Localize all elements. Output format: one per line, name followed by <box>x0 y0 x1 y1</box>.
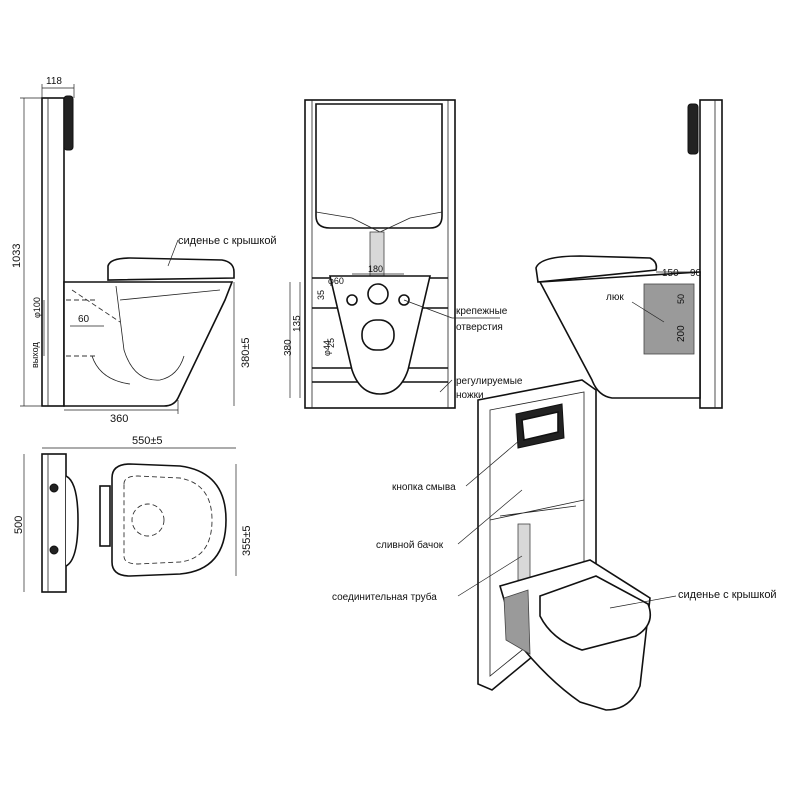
dim-150: 150 <box>662 268 679 279</box>
iso-seat-lid <box>539 575 652 651</box>
mount-holes-label-2: отверстия <box>456 322 503 333</box>
connect-pipe-label: соединительная труба <box>332 591 437 603</box>
top-view: 550±5 500 355±5 <box>13 435 253 593</box>
flush-button-label: кнопка смыва <box>392 482 456 493</box>
top-seat <box>111 463 227 577</box>
seat-cover-label: сиденье с крышкой <box>178 235 277 247</box>
seat-cover-iso-label: сиденье с крышкой <box>678 589 777 601</box>
dim-550-5: 550±5 <box>132 435 163 447</box>
dim-50: 50 <box>676 294 686 304</box>
front-view: 180 φ60 35 135 380 25 φ44 крепежные отве… <box>283 99 523 409</box>
adjust-legs-label-1: регулируемые <box>456 376 523 387</box>
hatch-label: люк <box>606 292 624 303</box>
rear-frame <box>699 99 723 409</box>
rear-flush-button <box>687 103 699 155</box>
top-rim <box>99 485 111 547</box>
dim-25: 25 <box>326 338 336 348</box>
tank-label: сливной бачок <box>376 539 444 551</box>
isometric-view: кнопка смыва сливной бачок соединительна… <box>332 379 777 711</box>
dim-35: 35 <box>316 290 326 300</box>
side-bowl <box>63 281 234 407</box>
dim-phi60: φ60 <box>328 276 344 286</box>
dim-phi44: φ44 <box>322 340 332 356</box>
rear-seat-lid <box>535 255 658 283</box>
top-button <box>65 475 79 567</box>
top-drain <box>131 503 165 537</box>
dim-90: 90 <box>690 268 702 279</box>
dim-1033: 1033 <box>11 244 23 268</box>
rear-view: 150 90 50 200 люк <box>535 99 723 409</box>
dim-60-side: 60 <box>78 314 90 325</box>
side-frame <box>41 97 65 407</box>
dim-phi100: φ100 <box>32 297 42 318</box>
dim-380: 380 <box>283 339 294 356</box>
dim-360: 360 <box>110 413 128 425</box>
dim-380-5-side: 380±5 <box>240 337 252 368</box>
iso-pipe <box>517 523 531 581</box>
dim-118: 118 <box>46 76 62 87</box>
dim-355-5: 355±5 <box>241 525 253 556</box>
hatch <box>643 283 695 355</box>
dim-135: 135 <box>292 315 303 332</box>
dim-180: 180 <box>368 264 383 274</box>
top-frame <box>41 453 67 593</box>
dim-500: 500 <box>13 516 25 534</box>
front-bowl <box>328 275 432 395</box>
adjust-legs-label-2: ножки <box>456 390 484 401</box>
side-view: 118 1033 выход φ100 60 380±5 360 сиденье… <box>11 76 277 425</box>
front-inlet-hole <box>367 283 389 305</box>
outlet-label: выход <box>30 342 40 368</box>
dim-200: 200 <box>676 325 687 342</box>
mount-holes-label-1: крепежные <box>456 306 508 317</box>
front-outlet <box>361 319 395 351</box>
side-flush-button <box>63 95 74 151</box>
front-frame <box>304 99 456 409</box>
front-tank <box>315 103 443 229</box>
side-seat-lid <box>107 257 235 281</box>
